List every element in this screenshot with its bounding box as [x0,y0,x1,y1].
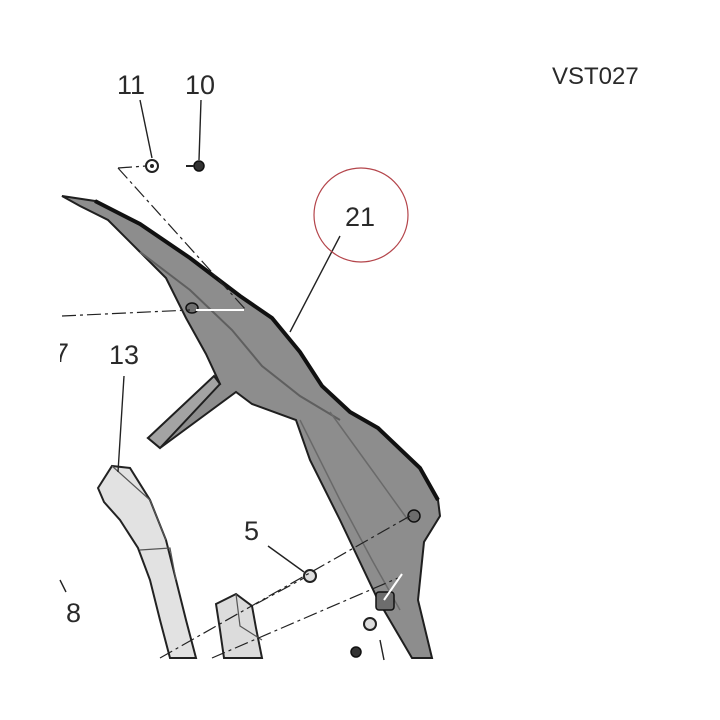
reference-code-clip: VST027 [552,63,639,90]
trim-bracket-body [96,464,198,659]
fairing-lower-crease [299,419,401,611]
callout-21: 21 [345,202,375,232]
washer-11-hole [150,164,154,168]
screw-10 [193,160,205,172]
leader-5 [267,545,305,573]
assembly-line-washer [117,165,147,169]
assembly-line-left [61,309,191,317]
trim-bracket-edge [111,465,167,541]
solid-assembly-lines [196,309,403,601]
left-clip: 7 8 [54,338,81,628]
grommet-5 [303,569,317,583]
leader-13 [117,375,125,473]
leader-11 [139,99,153,159]
upper-mount-boss [185,302,199,314]
side-mount-boss [407,509,421,523]
leader-21 [289,235,341,333]
callout-5: 5 [244,516,259,546]
callout-7: 7 [54,338,69,368]
assembly-line-upper [117,167,247,311]
grommet-lower [363,617,377,631]
callout-11: 11 [117,70,145,100]
mounting-clip-body [214,592,264,659]
leader-bottom [379,639,385,661]
trim-bracket-fold [139,547,177,581]
reference-code: VST027 [552,63,639,90]
fairing-inner-crease [329,411,409,521]
callout-13: 13 [109,340,139,370]
fairing-crease [139,251,341,421]
assembly-line-diag-1 [159,515,411,659]
white-guide-lower [383,573,403,601]
leader-8 [59,579,67,593]
mounting-clip-edge [235,593,263,641]
mounting-clip [214,592,264,659]
assembly-line-grommet [255,577,305,605]
fairing-panel [61,195,442,659]
fairing-fin [146,374,222,450]
highlight-circle [313,167,409,263]
screw-lower [350,646,362,658]
callout-8: 8 [66,598,81,628]
leader-10 [198,99,202,161]
assembly-lines [61,165,411,659]
fairing-body [61,195,442,659]
assembly-line-diag-2 [211,577,399,659]
callout-10: 10 [185,70,215,100]
fairing-top-edge [94,199,440,501]
lower-mount-boss [375,591,395,611]
trim-bracket [96,464,198,659]
